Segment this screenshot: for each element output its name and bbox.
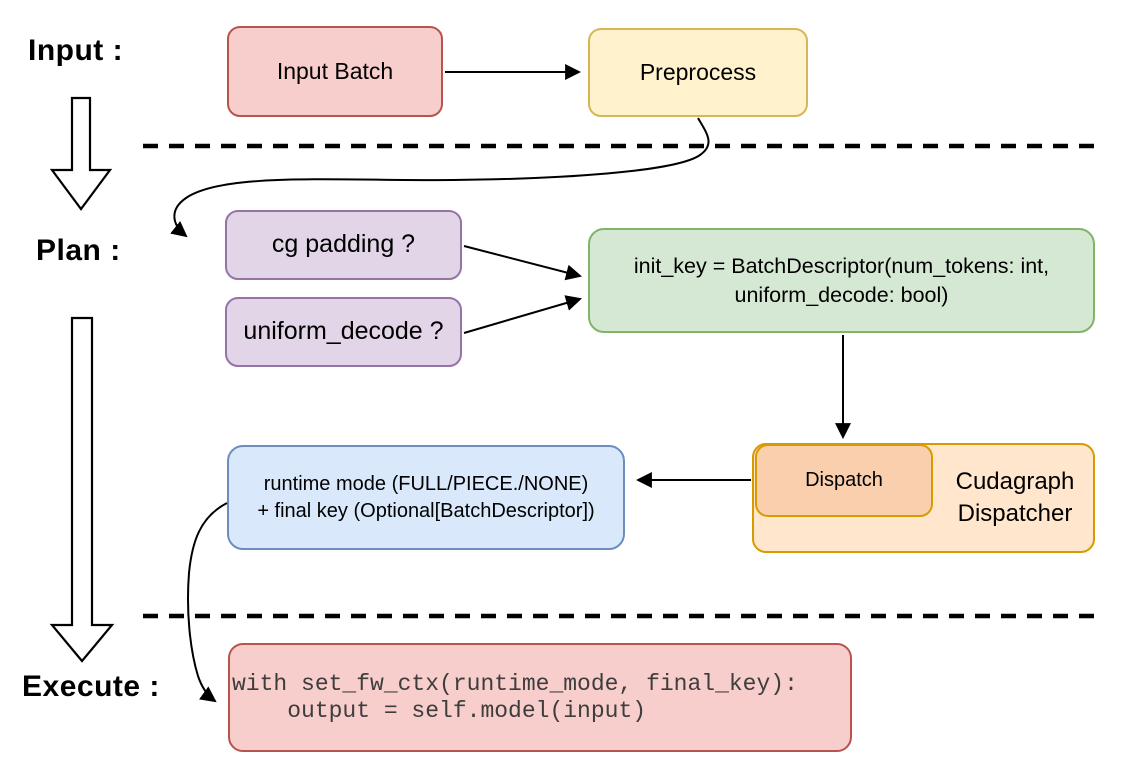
node-cg-padding-label: cg padding ? — [271, 230, 416, 259]
node-init-key: init_key = BatchDescriptor(num_tokens: i… — [588, 228, 1095, 333]
node-cg-padding: cg padding ? — [225, 210, 462, 280]
cudagraph-line1: Cudagraph — [955, 468, 1075, 495]
stage-label-execute: Execute : — [22, 670, 160, 703]
cudagraph-line2: Dispatcher — [957, 500, 1073, 527]
code-line-2: output = self.model(input) — [232, 697, 647, 724]
node-runtime-mode-line1: runtime mode (FULL/PIECE./NONE) — [263, 472, 589, 495]
node-uniform-decode: uniform_decode ? — [225, 297, 462, 367]
node-execute-code: with set_fw_ctx(runtime_mode, final_key)… — [228, 643, 852, 752]
node-uniform-decode-label: uniform_decode ? — [243, 317, 444, 346]
node-preprocess-label: Preprocess — [639, 59, 757, 86]
code-line-1: with set_fw_ctx(runtime_mode, final_key)… — [232, 671, 798, 697]
arrow-uniformdecode-to-initkey — [463, 295, 582, 334]
node-preprocess: Preprocess — [588, 28, 808, 117]
node-input-batch-label: Input Batch — [276, 58, 394, 85]
node-init-key-line2: uniform_decode: bool) — [734, 282, 949, 307]
node-init-key-line1: init_key = BatchDescriptor(num_tokens: i… — [633, 253, 1050, 278]
node-cudagraph-dispatcher-label: Cudagraph Dispatcher — [935, 445, 1095, 551]
block-arrow-plan-to-execute — [49, 316, 115, 663]
node-runtime-mode-line2: + final key (Optional[BatchDescriptor]) — [257, 499, 595, 522]
block-arrow-input-to-plan — [49, 96, 113, 211]
arrow-runtimemode-to-executecode — [187, 502, 228, 703]
node-dispatch: Dispatch — [755, 444, 933, 517]
arrow-cgpadding-to-initkey — [463, 245, 583, 281]
node-dispatch-label: Dispatch — [805, 469, 883, 491]
stage-label-plan: Plan : — [36, 234, 121, 267]
node-runtime-mode: runtime mode (FULL/PIECE./NONE) + final … — [227, 445, 625, 550]
stage-label-input: Input : — [28, 34, 124, 67]
node-input-batch: Input Batch — [227, 26, 443, 117]
